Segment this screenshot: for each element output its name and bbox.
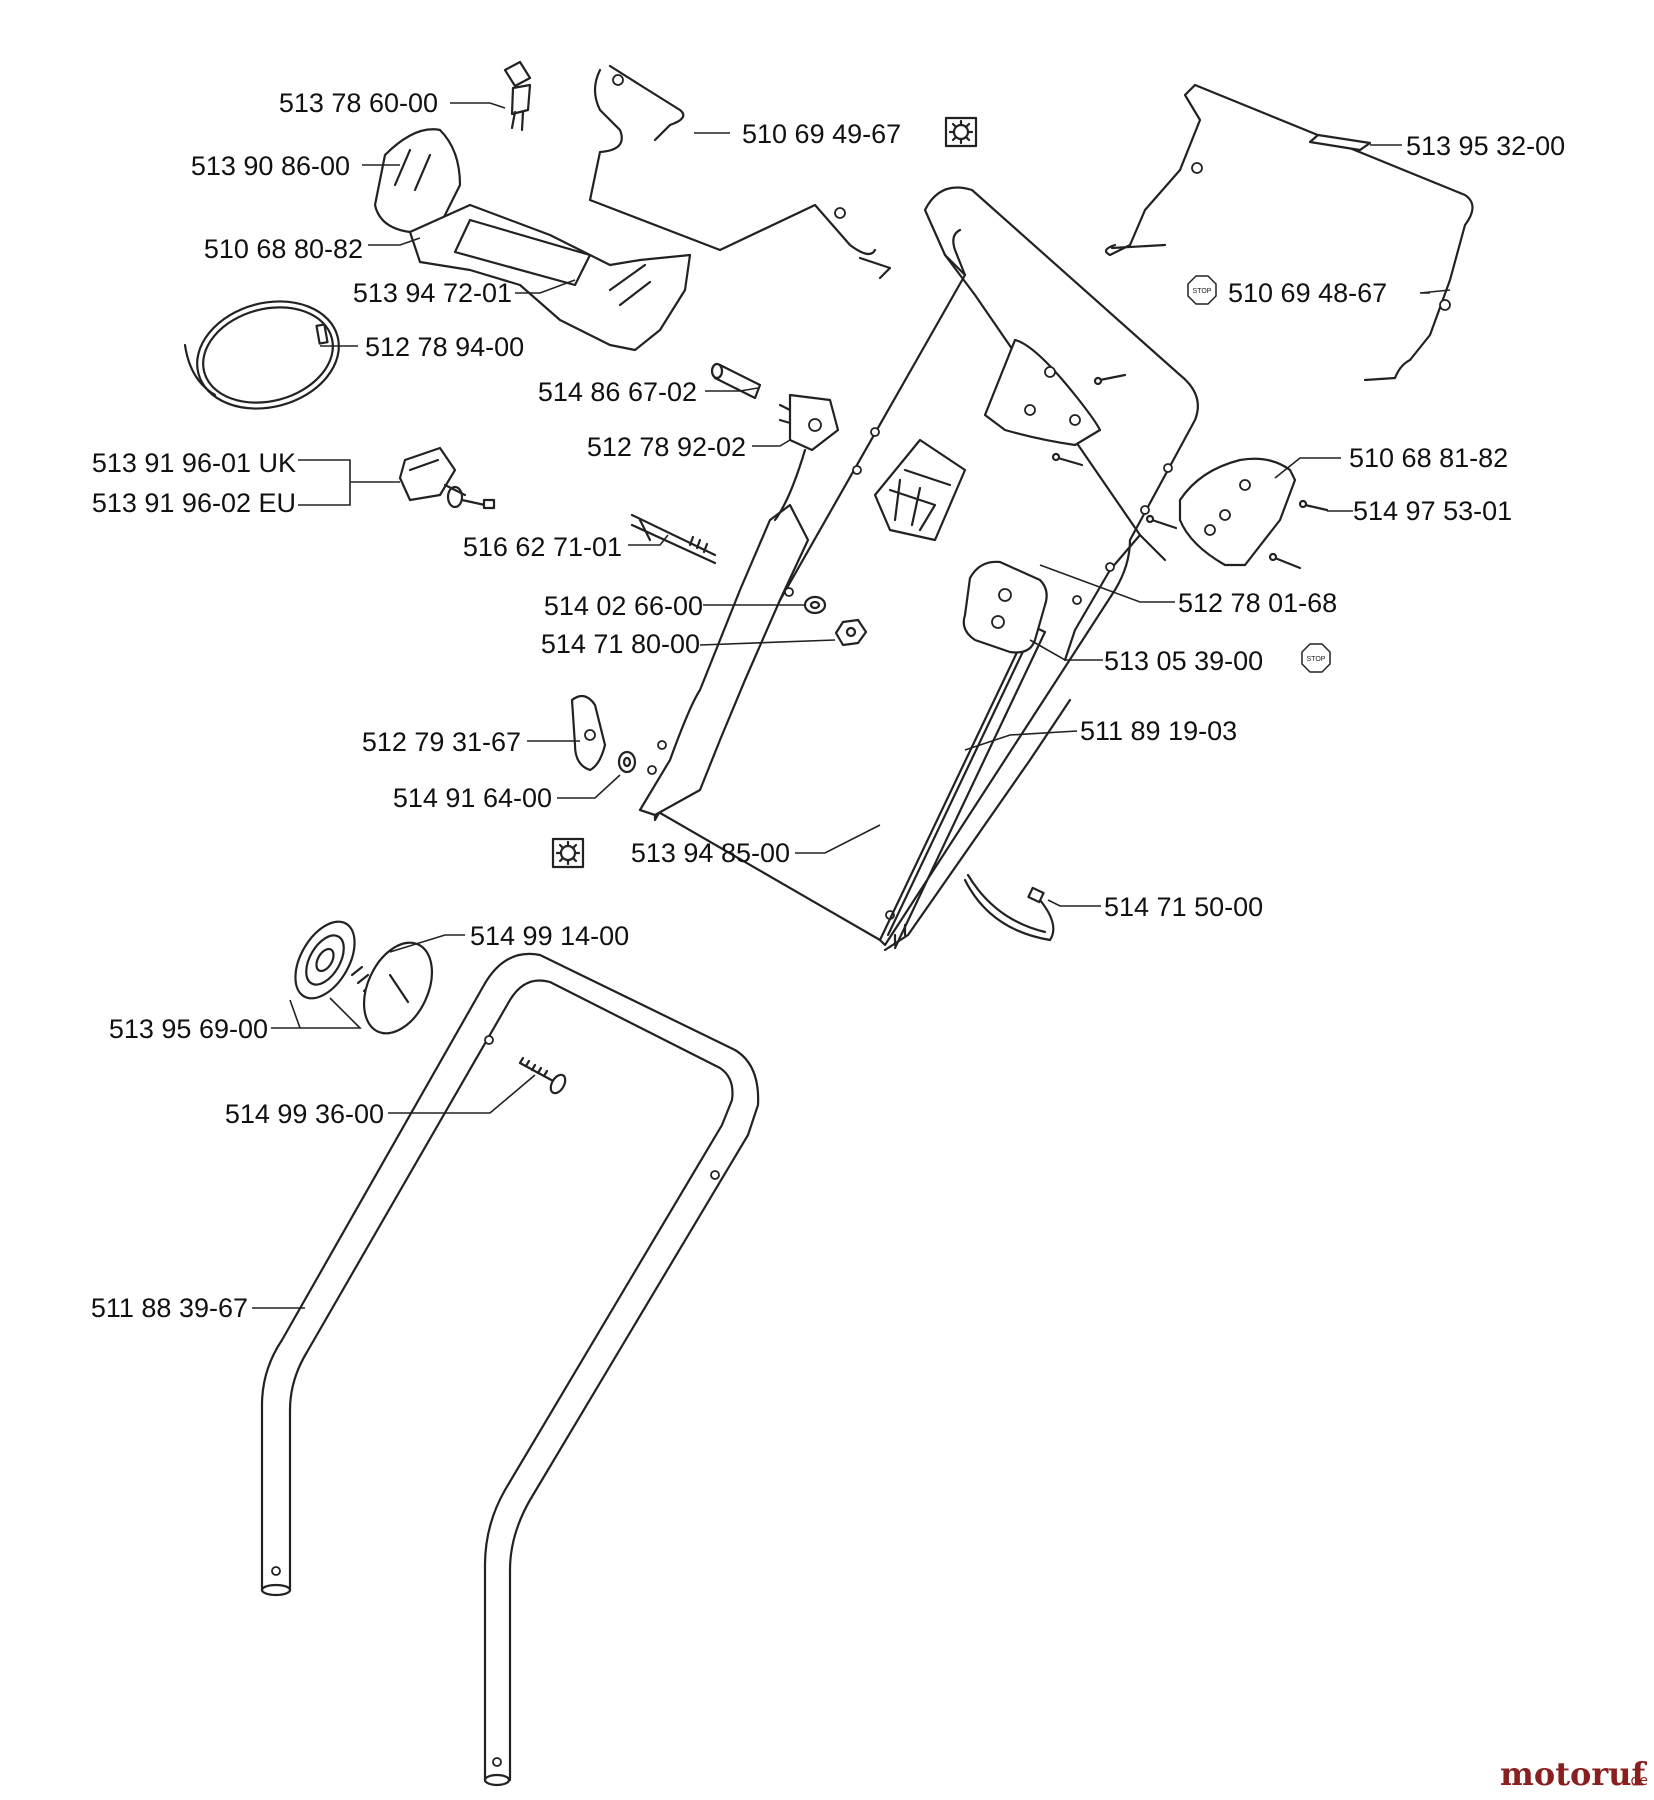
wing-nut — [570, 694, 637, 774]
adjustment-knob-assembly — [294, 920, 434, 1035]
decal — [1308, 133, 1372, 152]
part-label-513919602: 513 91 96-02 EU — [92, 488, 296, 518]
part-label-511891903: 511 89 19-03 — [1080, 716, 1237, 746]
part-label-512780168: 512 78 01-68 — [1178, 588, 1337, 618]
center-mount-plate — [962, 560, 1048, 654]
part-label-513919601: 513 91 96-01 UK — [92, 448, 296, 478]
part-label-514866702: 514 86 67-02 — [538, 377, 697, 407]
part-label-511883967: 511 88 39-67 — [91, 1293, 248, 1323]
watermark-logo: motoruf .de — [1500, 1755, 1648, 1793]
part-label-512793167: 512 79 31-67 — [362, 727, 521, 757]
control-cable — [183, 300, 340, 410]
leader-lines — [252, 102, 1451, 1309]
part-label-512789400: 512 78 94-00 — [365, 332, 524, 362]
mounting-screws — [1051, 373, 1329, 570]
part-label-513947201: 513 94 72-01 — [353, 278, 512, 308]
blade-brake-bail — [1104, 83, 1474, 382]
part-label-514916400: 514 91 64-00 — [393, 783, 552, 813]
part-label-513786000: 513 78 60-00 — [279, 88, 438, 118]
part-label-514715000: 514 71 50-00 — [1104, 892, 1263, 922]
part-label-513956900: 513 95 69-00 — [109, 1014, 268, 1044]
control-box — [873, 438, 967, 542]
brake-lever-bracket — [773, 393, 840, 522]
part-label-510694967: 510 69 49-67 — [742, 119, 901, 149]
part-label-513953200: 513 95 32-00 — [1406, 131, 1565, 161]
washer — [803, 595, 827, 615]
watermark-brand: motoruf — [1500, 1755, 1647, 1793]
part-label-512789202: 512 78 92-02 — [587, 432, 746, 462]
part-label-513908600: 513 90 86-00 — [191, 151, 350, 181]
stop-sign-icon: STOP — [1301, 643, 1331, 673]
part-label-510694867: 510 69 48-67 — [1228, 278, 1387, 308]
side-bracket-rail — [638, 503, 810, 817]
part-label-513948500: 513 94 85-00 — [631, 838, 790, 868]
drive-bail-lever — [588, 64, 892, 280]
part-label-514991400: 514 99 14-00 — [470, 921, 629, 951]
part-label-514975301: 514 97 53-01 — [1353, 496, 1512, 526]
upper-handle-tube — [653, 186, 1199, 952]
part-label-510688082: 510 68 80-82 — [204, 234, 363, 264]
handle-bolt — [518, 1056, 567, 1095]
right-handle-grip — [1178, 457, 1297, 567]
stop-sign-icon: STOP — [1187, 275, 1217, 305]
part-label-516627101: 516 62 71-01 — [463, 532, 622, 562]
pivot-sleeve — [710, 362, 762, 400]
ignition-key-switch — [503, 60, 532, 132]
hex-nut — [834, 618, 868, 647]
part-number-labels: 513 78 60-00 513 90 86-00 510 68 80-82 5… — [91, 88, 1565, 1323]
locking-pin — [630, 513, 717, 565]
part-label-514993600: 514 99 36-00 — [225, 1099, 384, 1129]
stop-sign-text: STOP — [1307, 656, 1326, 663]
battery-charger — [398, 446, 496, 510]
left-handle-grip — [373, 128, 462, 234]
gear-in-box-icon — [944, 116, 978, 148]
handle-cover-panel — [408, 203, 692, 352]
watermark-suffix: .de — [1626, 1773, 1648, 1789]
part-label-514718000: 514 71 80-00 — [541, 629, 700, 659]
lower-handle-tube — [260, 952, 760, 1787]
part-label-514026600: 514 02 66-00 — [544, 591, 703, 621]
stop-sign-text: STOP — [1193, 288, 1212, 295]
part-label-510688182: 510 68 81-82 — [1349, 443, 1508, 473]
gear-in-box-icon — [551, 837, 585, 869]
part-label-513053900: 513 05 39-00 — [1104, 646, 1263, 676]
upper-handle-cover — [983, 338, 1102, 447]
cable-tie — [963, 873, 1055, 942]
